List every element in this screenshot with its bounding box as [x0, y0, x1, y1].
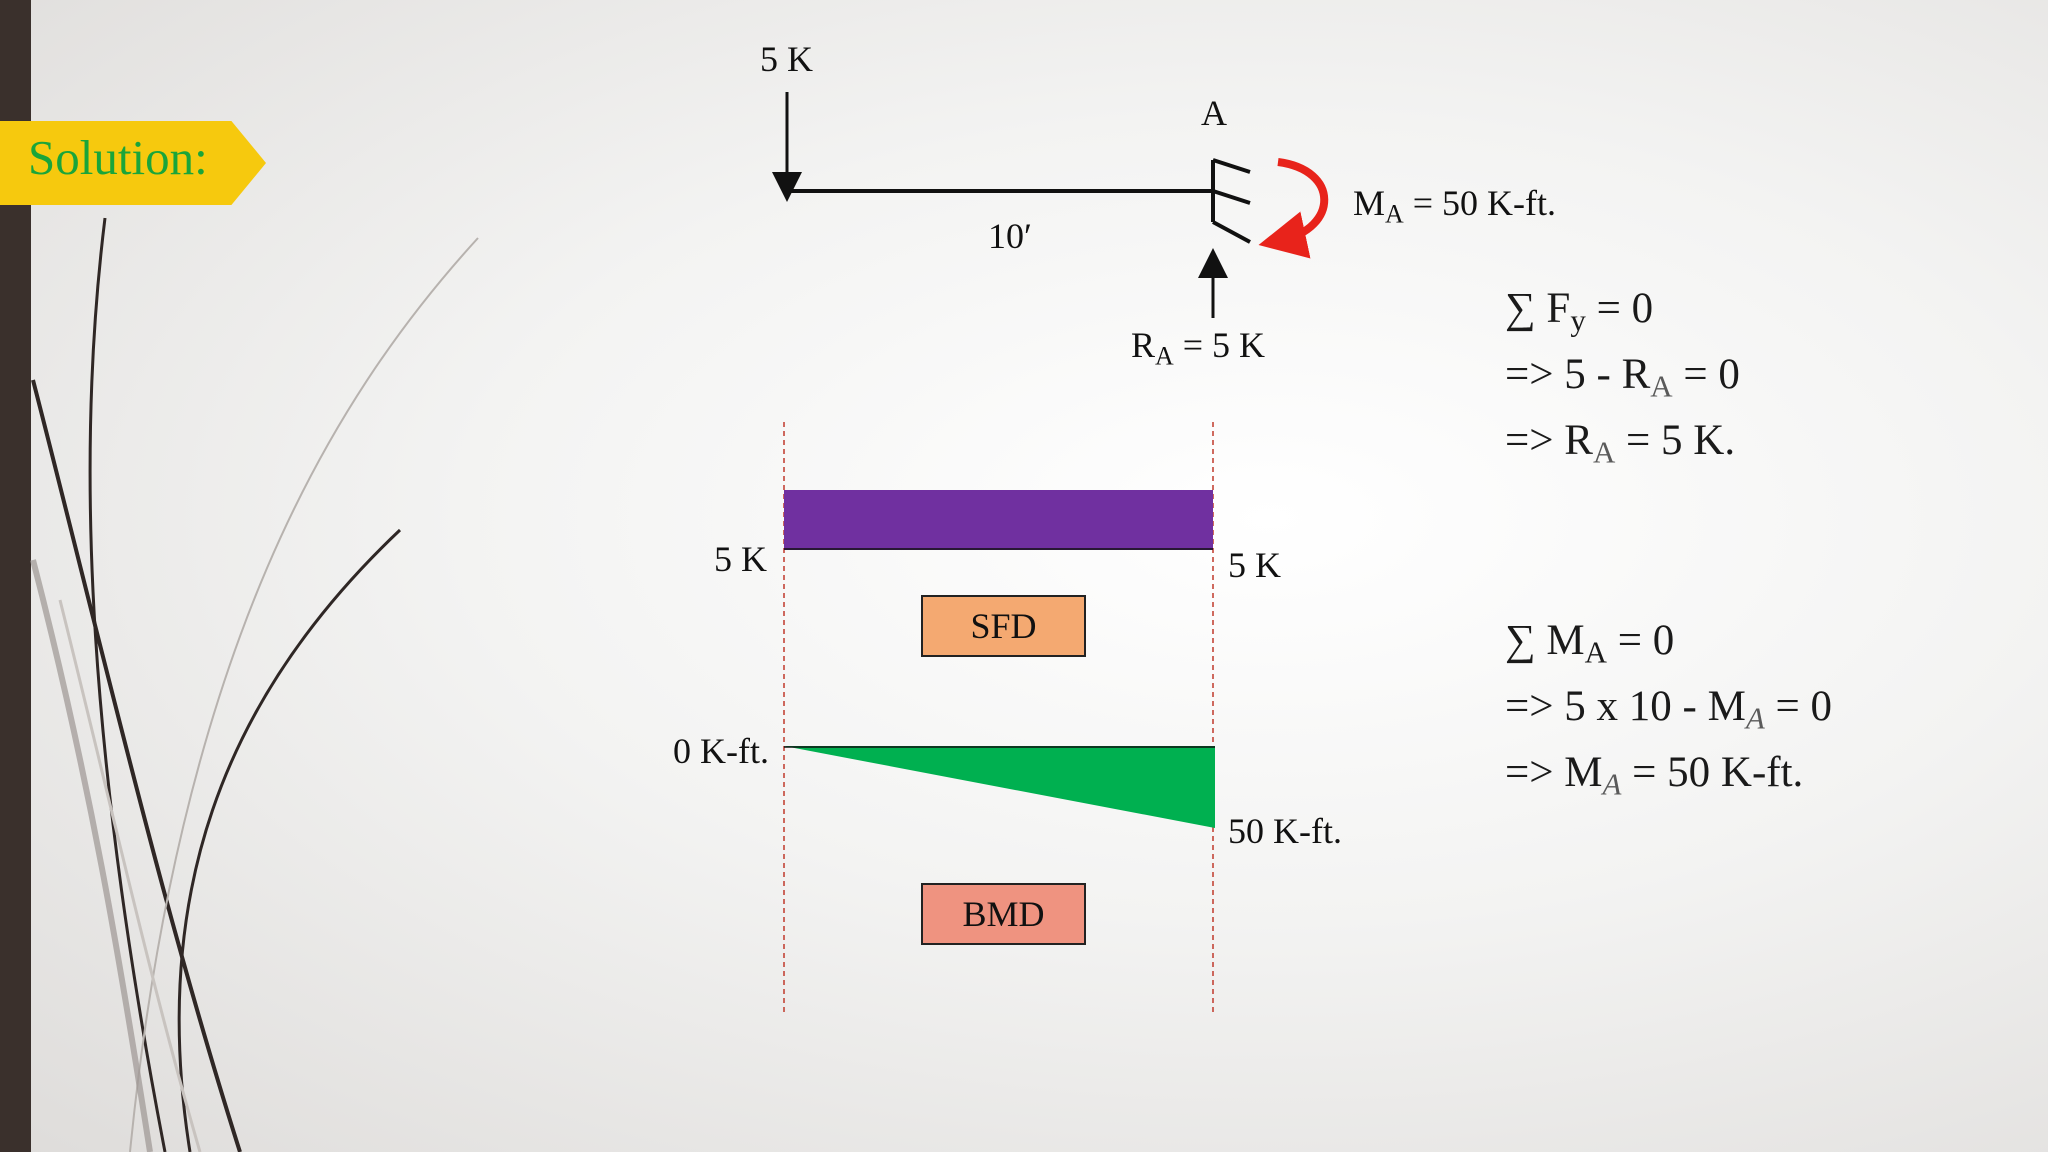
sfd-rectangle [784, 490, 1213, 550]
moment-sum-equation: ∑ MA = 0 [1505, 617, 1675, 670]
support-label: A [1201, 93, 1227, 133]
bmd-left-value: 0 K-ft. [673, 731, 769, 771]
moment-arrow [1258, 158, 1329, 259]
moment-equation-step-1: => 5 x 10 - MA = 0 [1505, 683, 1832, 736]
vertical-reaction-label: RA = 5 K [1131, 325, 1266, 371]
bmd-label-box: BMD [921, 883, 1086, 945]
bmd-right-value: 50 K-ft. [1228, 811, 1342, 851]
force-equation-step-2: => RA = 5 K. [1505, 417, 1736, 470]
bmd-triangle [784, 746, 1215, 828]
slide-title: Solution: [28, 130, 208, 185]
decorative-swooshes [30, 217, 479, 1152]
force-sum-equation: ∑ Fy = 0 [1505, 285, 1654, 338]
sfd-label-box: SFD [921, 595, 1086, 657]
span-label: 10′ [988, 216, 1032, 256]
sfd-left-value: 5 K [714, 539, 767, 579]
sfd-right-value: 5 K [1228, 545, 1281, 585]
title-banner [0, 121, 266, 205]
moment-reaction-label: MA = 50 K-ft. [1353, 183, 1557, 229]
force-equation-step-1: => 5 - RA = 0 [1505, 351, 1740, 404]
point-load-label: 5 K [760, 39, 813, 79]
moment-equation-step-2: => MA = 50 K-ft. [1505, 749, 1804, 802]
fixed-support-symbol [1211, 158, 1251, 244]
